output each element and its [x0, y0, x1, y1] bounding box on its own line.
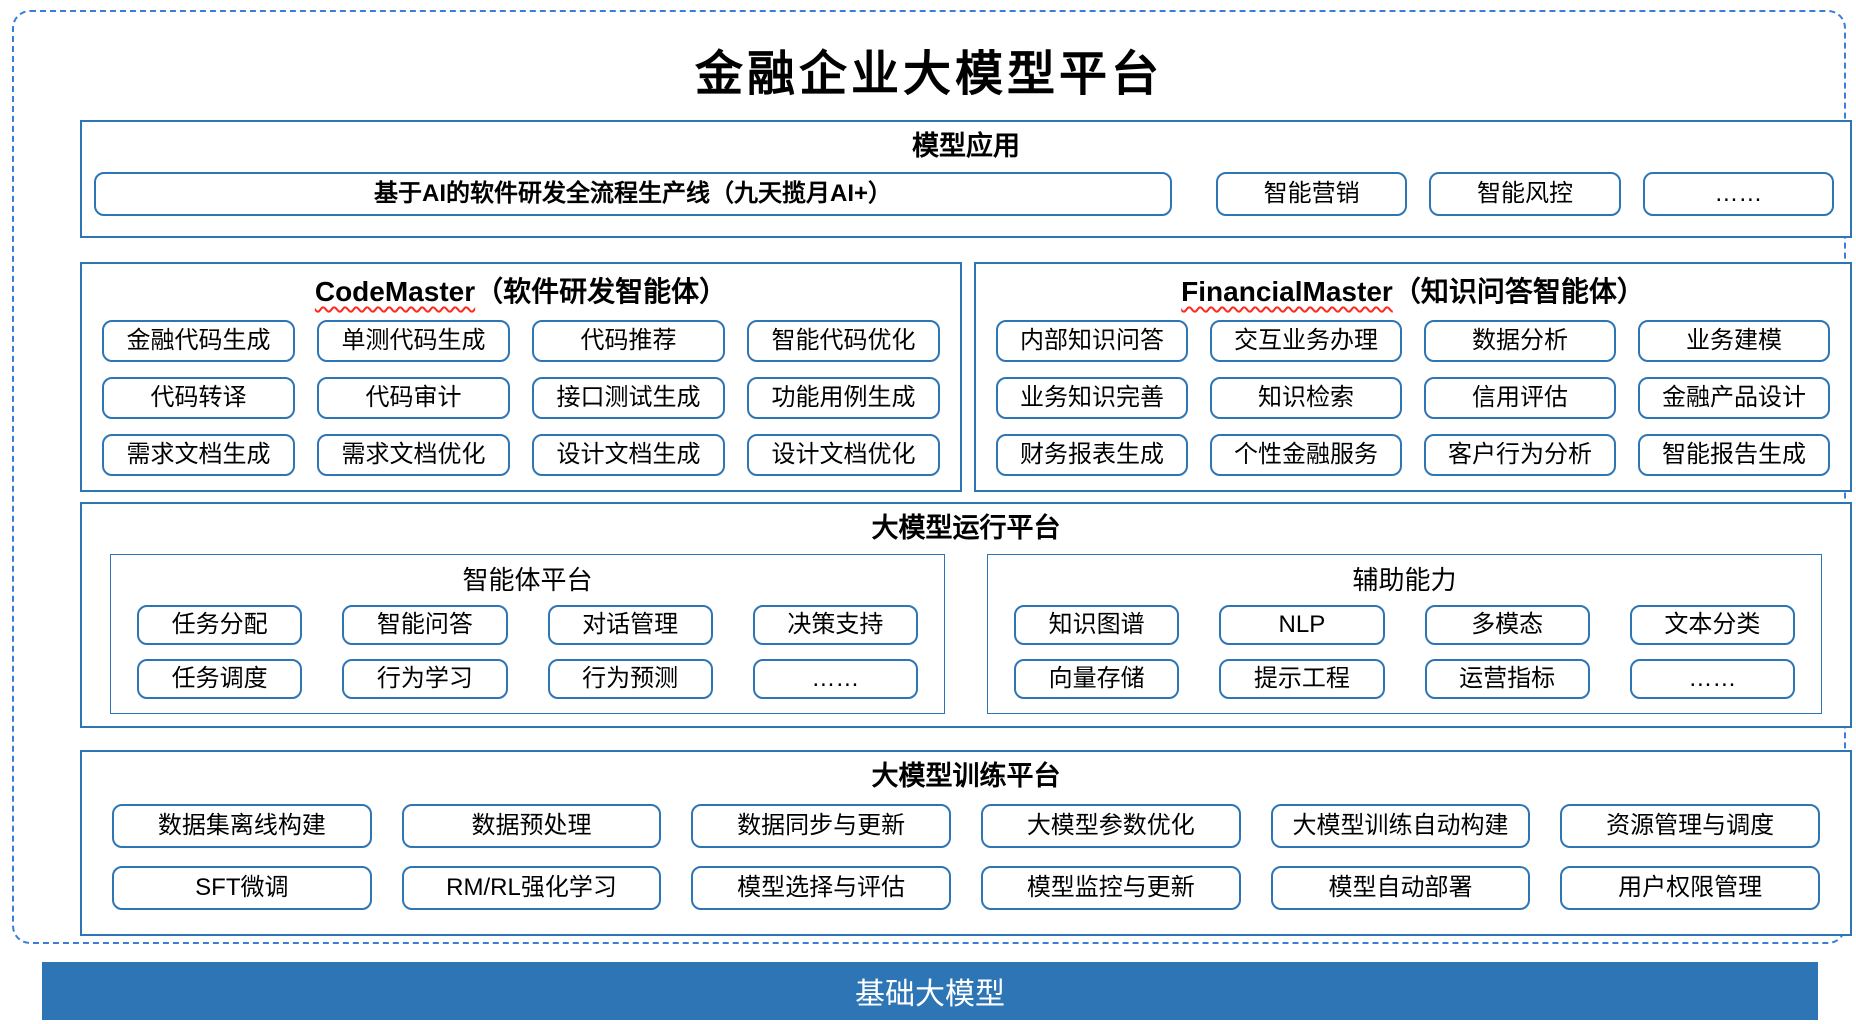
financialmaster-item: 金融产品设计: [1638, 377, 1830, 419]
training-item: SFT微调: [112, 866, 372, 910]
financialmaster-item: 业务知识完善: [996, 377, 1188, 419]
financialmaster-item: 财务报表生成: [996, 434, 1188, 476]
auxiliary-item: NLP: [1219, 605, 1385, 645]
training-item: 大模型参数优化: [980, 804, 1241, 848]
codemaster-grid: 金融代码生成 单测代码生成 代码推荐 智能代码优化 代码转译 代码审计 接口测试…: [82, 310, 960, 476]
outer-dashed-frame: 金融企业大模型平台 模型应用 基于AI的软件研发全流程生产线（九天揽月AI+） …: [12, 10, 1852, 944]
financialmaster-item: 客户行为分析: [1424, 434, 1616, 476]
agent-platform-item: 智能问答: [342, 605, 508, 645]
financialmaster-item: 业务建模: [1638, 320, 1830, 362]
panel-codemaster: CodeMaster（软件研发智能体） 金融代码生成 单测代码生成 代码推荐 智…: [80, 262, 962, 492]
training-platform-grid: 数据集离线构建 数据预处理 数据同步与更新 大模型参数优化 大模型训练自动构建 …: [82, 794, 1850, 910]
app-box-ai-pipeline: 基于AI的软件研发全流程生产线（九天揽月AI+）: [94, 172, 1172, 216]
training-item: 数据同步与更新: [691, 804, 951, 848]
agent-platform-item: 行为预测: [547, 659, 713, 699]
panel-financialmaster: FinancialMaster（知识问答智能体） 内部知识问答 交互业务办理 数…: [974, 262, 1852, 492]
training-item: RM/RL强化学习: [401, 866, 662, 910]
financialmaster-header: FinancialMaster（知识问答智能体）: [976, 264, 1850, 310]
auxiliary-item: 多模态: [1424, 605, 1590, 645]
model-applications-row: 基于AI的软件研发全流程生产线（九天揽月AI+） 智能营销 智能风控 ……: [82, 164, 1850, 216]
app-box-marketing: 智能营销: [1216, 172, 1408, 216]
financialmaster-grid: 内部知识问答 交互业务办理 数据分析 业务建模 业务知识完善 知识检索 信用评估…: [976, 310, 1850, 476]
subpanel-agent-platform: 智能体平台 任务分配 智能问答 对话管理 决策支持 任务调度 行为学习 行为预测…: [110, 554, 945, 714]
training-item: 模型自动部署: [1270, 866, 1531, 910]
auxiliary-item: ……: [1629, 659, 1795, 699]
agent-platform-item: 任务分配: [137, 605, 303, 645]
financialmaster-item: 知识检索: [1210, 377, 1402, 419]
training-platform-header: 大模型训练平台: [871, 761, 1061, 791]
training-item: 资源管理与调度: [1560, 804, 1820, 848]
agent-platform-item: 对话管理: [547, 605, 713, 645]
codemaster-item: 需求文档优化: [317, 434, 510, 476]
auxiliary-item: 向量存储: [1014, 659, 1180, 699]
codemaster-name-en: CodeMaster: [314, 276, 476, 307]
section-runtime-platform: 大模型运行平台 智能体平台 任务分配 智能问答 对话管理 决策支持 任务调度 行…: [80, 502, 1852, 728]
codemaster-item: 设计文档优化: [747, 434, 940, 476]
auxiliary-capabilities-header: 辅助能力: [1352, 565, 1457, 595]
training-item: 模型选择与评估: [691, 866, 951, 910]
agent-platform-grid: 任务分配 智能问答 对话管理 决策支持 任务调度 行为学习 行为预测 ……: [111, 597, 944, 699]
codemaster-item: 设计文档生成: [532, 434, 725, 476]
training-item: 数据预处理: [401, 804, 662, 848]
auxiliary-item: 提示工程: [1219, 659, 1385, 699]
app-box-risk-control: 智能风控: [1429, 172, 1621, 216]
runtime-platform-header: 大模型运行平台: [871, 513, 1061, 543]
financialmaster-name-en: FinancialMaster: [1181, 276, 1393, 307]
auxiliary-item: 运营指标: [1424, 659, 1590, 699]
subpanel-auxiliary-capabilities: 辅助能力 知识图谱 NLP 多模态 文本分类 向量存储 提示工程 运营指标 ……: [987, 554, 1822, 714]
agent-platform-item: 决策支持: [752, 605, 918, 645]
app-box-more: ……: [1642, 172, 1834, 216]
codemaster-item: 代码推荐: [532, 320, 725, 362]
section-model-applications: 模型应用 基于AI的软件研发全流程生产线（九天揽月AI+） 智能营销 智能风控 …: [80, 120, 1852, 238]
codemaster-item: 接口测试生成: [532, 377, 725, 419]
codemaster-name-cn: （软件研发智能体）: [475, 276, 728, 307]
codemaster-item: 代码转译: [102, 377, 295, 419]
financialmaster-item: 交互业务办理: [1210, 320, 1402, 362]
codemaster-header: CodeMaster（软件研发智能体）: [82, 264, 960, 310]
model-applications-header: 模型应用: [912, 131, 1020, 161]
auxiliary-item: 知识图谱: [1014, 605, 1180, 645]
agent-platform-item: 行为学习: [342, 659, 508, 699]
codemaster-item: 代码审计: [317, 377, 510, 419]
base-model-bar: 基础大模型: [42, 962, 1818, 1020]
codemaster-item: 需求文档生成: [102, 434, 295, 476]
section-training-platform: 大模型训练平台 数据集离线构建 数据预处理 数据同步与更新 大模型参数优化 大模…: [80, 750, 1852, 936]
agent-platform-header: 智能体平台: [462, 565, 593, 595]
financialmaster-item: 个性金融服务: [1210, 434, 1402, 476]
auxiliary-capabilities-grid: 知识图谱 NLP 多模态 文本分类 向量存储 提示工程 运营指标 ……: [988, 597, 1821, 699]
financialmaster-item: 信用评估: [1424, 377, 1616, 419]
codemaster-item: 智能代码优化: [747, 320, 940, 362]
agent-platform-item: 任务调度: [137, 659, 303, 699]
training-item: 数据集离线构建: [112, 804, 372, 848]
financialmaster-name-cn: （知识问答智能体）: [1392, 276, 1645, 307]
runtime-subpanels: 智能体平台 任务分配 智能问答 对话管理 决策支持 任务调度 行为学习 行为预测…: [82, 546, 1850, 714]
training-item: 用户权限管理: [1560, 866, 1820, 910]
financialmaster-item: 智能报告生成: [1638, 434, 1830, 476]
codemaster-item: 金融代码生成: [102, 320, 295, 362]
training-item: 模型监控与更新: [980, 866, 1241, 910]
agent-platform-item: ……: [752, 659, 918, 699]
training-item: 大模型训练自动构建: [1270, 804, 1531, 848]
financialmaster-item: 数据分析: [1424, 320, 1616, 362]
auxiliary-item: 文本分类: [1629, 605, 1795, 645]
financialmaster-item: 内部知识问答: [996, 320, 1188, 362]
page-title: 金融企业大模型平台: [694, 46, 1163, 102]
codemaster-item: 功能用例生成: [747, 377, 940, 419]
codemaster-item: 单测代码生成: [317, 320, 510, 362]
